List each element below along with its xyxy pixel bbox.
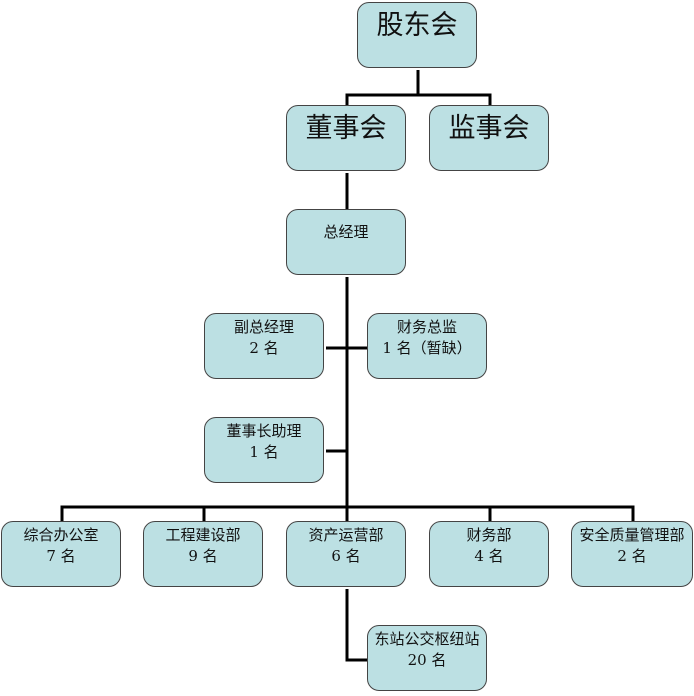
department-box: 安全质量管理部 2 名 — [571, 521, 693, 587]
department-count: 6 名 — [331, 547, 361, 565]
cfo-title: 财务总监 — [396, 318, 457, 336]
deputy-gm-count: 2 名 — [249, 339, 279, 357]
board-box: 董事会 — [286, 105, 406, 171]
shareholders-label: 股东会 — [376, 10, 458, 41]
department-count: 2 名 — [617, 547, 647, 565]
department-title: 工程建设部 — [165, 526, 241, 544]
department-count: 7 名 — [46, 547, 76, 565]
department-count: 9 名 — [188, 547, 218, 565]
hub-station-box: 东站公交枢纽站 20 名 — [367, 625, 487, 691]
cfo-box: 财务总监 1 名（暂缺） — [367, 313, 487, 379]
gm-label: 总经理 — [323, 223, 369, 241]
supervisors-label: 监事会 — [448, 113, 530, 144]
department-title: 资产运营部 — [308, 526, 384, 544]
gm-box: 总经理 — [286, 209, 406, 275]
department-box: 工程建设部 9 名 — [143, 521, 263, 587]
department-title: 安全质量管理部 — [579, 526, 685, 544]
chair-assistant-title: 董事长助理 — [226, 422, 302, 440]
department-title: 综合办公室 — [23, 526, 99, 544]
department-box: 综合办公室 7 名 — [1, 521, 121, 587]
hub-station-title: 东站公交枢纽站 — [374, 630, 480, 648]
chair-assistant-box: 董事长助理 1 名 — [204, 417, 324, 483]
hub-station-count: 20 名 — [407, 651, 447, 669]
department-box: 资产运营部 6 名 — [286, 521, 406, 587]
department-title: 财务部 — [466, 526, 512, 544]
supervisors-box: 监事会 — [429, 105, 549, 171]
board-label: 董事会 — [305, 113, 387, 144]
deputy-gm-box: 副总经理 2 名 — [204, 313, 324, 379]
department-box: 财务部 4 名 — [429, 521, 549, 587]
department-count: 4 名 — [474, 547, 504, 565]
chair-assistant-count: 1 名 — [249, 443, 279, 461]
cfo-count: 1 名（暂缺） — [382, 339, 472, 357]
deputy-gm-title: 副总经理 — [233, 318, 294, 336]
shareholders-box: 股东会 — [357, 2, 477, 68]
